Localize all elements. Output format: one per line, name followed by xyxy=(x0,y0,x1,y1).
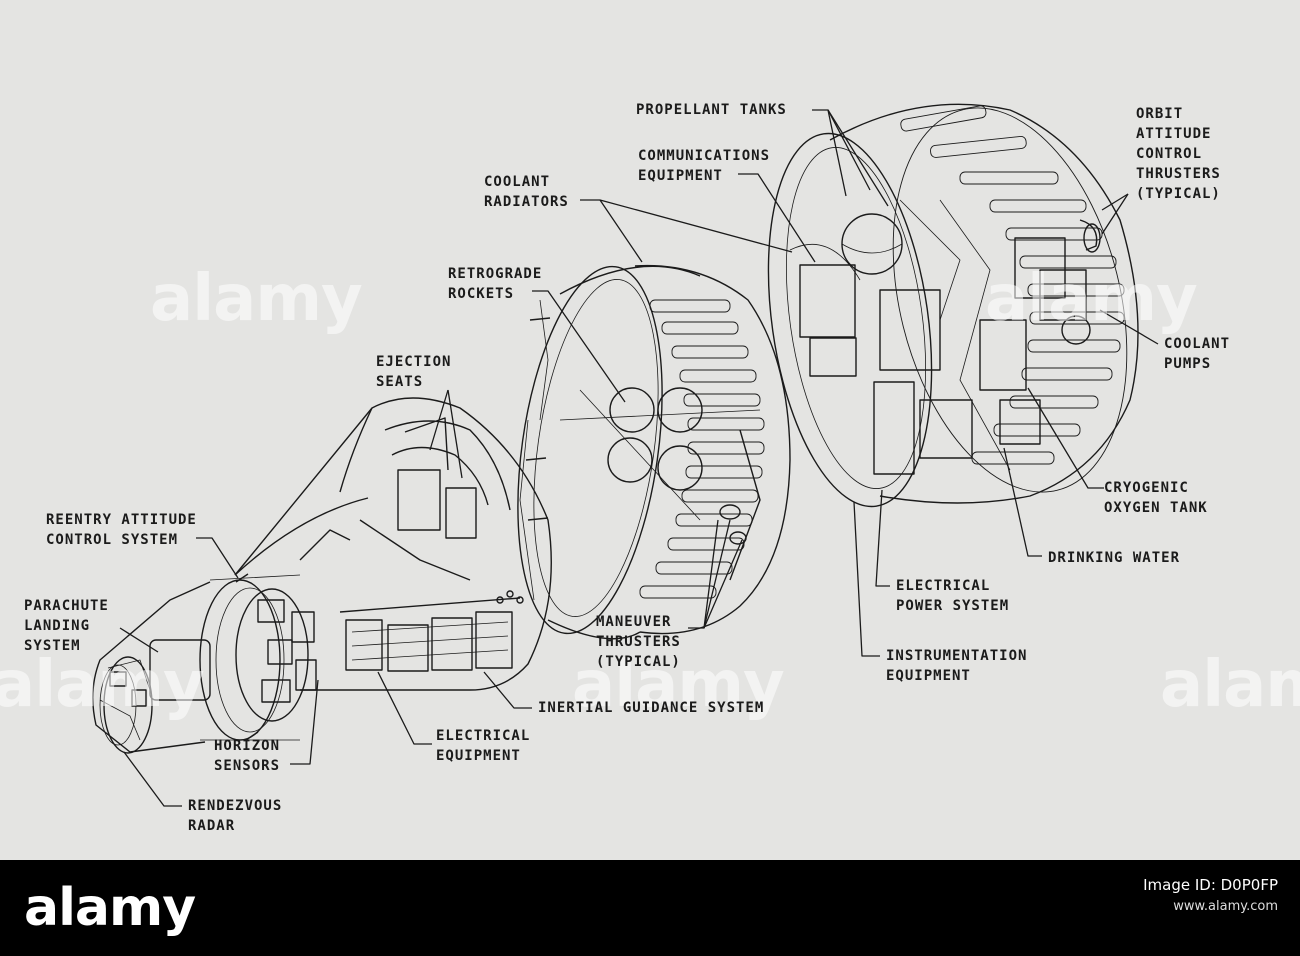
label-parachute-landing-system: PARACHUTE LANDING SYSTEM xyxy=(24,598,109,654)
leader-lines xyxy=(119,109,1159,807)
label-electrical-power-system: ELECTRICAL POWER SYSTEM xyxy=(896,578,1010,614)
label-maneuver-thrusters: MANEUVER THRUSTERS (TYPICAL) xyxy=(596,614,681,670)
footer-bar: alamy Image ID: D0P0FP www.alamy.com xyxy=(0,860,1300,956)
label-ejection-seats: EJECTION SEATS xyxy=(376,354,452,390)
label-orbit-attitude-thrusters: ORBIT ATTITUDE CONTROL THRUSTERS (TYPICA… xyxy=(1136,106,1221,202)
footer-logo[interactable]: alamy xyxy=(24,878,196,938)
label-retrograde-rockets: RETROGRADE ROCKETS xyxy=(448,266,543,302)
label-cryogenic-oxygen-tank: CRYOGENIC OXYGEN TANK xyxy=(1104,480,1208,516)
watermark-bottom-center: alamy xyxy=(572,648,785,722)
label-instrumentation-equipment: INSTRUMENTATION EQUIPMENT xyxy=(886,648,1028,684)
label-rendezvous-radar: RENDEZVOUS RADAR xyxy=(188,798,283,834)
label-coolant-radiators: COOLANT RADIATORS xyxy=(484,174,569,210)
footer-image-id: Image ID: D0P0FP www.alamy.com xyxy=(1143,874,1278,918)
label-coolant-pumps: COOLANT PUMPS xyxy=(1164,336,1231,372)
label-reentry-attitude-control: REENTRY ATTITUDE CONTROL SYSTEM xyxy=(46,512,197,548)
footer-url[interactable]: www.alamy.com xyxy=(1173,899,1278,914)
label-electrical-equipment: ELECTRICAL EQUIPMENT xyxy=(436,728,531,764)
label-drinking-water: DRINKING WATER xyxy=(1048,550,1181,566)
spacecraft-cutaway-drawing xyxy=(92,103,1159,807)
reentry-module xyxy=(92,397,552,754)
retrograde-section xyxy=(517,264,791,640)
watermark-left: alamy xyxy=(150,262,363,336)
footer-image-id-text: Image ID: D0P0FP xyxy=(1143,876,1278,894)
label-horizon-sensors: HORIZON SENSORS xyxy=(214,738,281,774)
watermark-right: alamy xyxy=(985,262,1198,336)
equipment-section xyxy=(767,103,1139,508)
watermark-bottom-right: alamy xyxy=(1160,648,1300,722)
label-inertial-guidance-system: INERTIAL GUIDANCE SYSTEM xyxy=(538,700,765,716)
label-communications-equipment: COMMUNICATIONS EQUIPMENT xyxy=(638,148,771,184)
diagram-canvas: alamy alamy alamy alamy alamy PROPELLANT… xyxy=(0,102,1300,834)
watermark-bottom-left: alamy xyxy=(0,648,205,722)
label-propellant-tanks: PROPELLANT TANKS xyxy=(636,102,787,118)
